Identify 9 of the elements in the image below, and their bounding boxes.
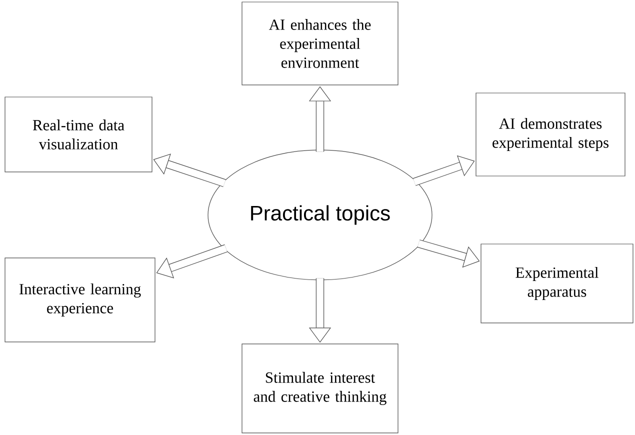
text-box: AI demonstrates experimental steps [476,92,626,176]
block-arrow [413,155,475,186]
text-box: AI enhances the experimental environment [242,2,398,86]
text-box: Real-time data visualization [4,96,152,172]
text-box: Stimulate interest and creative thinking [242,344,398,434]
text-box: Experimental apparatus [480,244,634,324]
block-arrow [153,154,226,188]
text-box: Interactive learning experience [4,258,156,342]
block-arrow [156,244,228,278]
